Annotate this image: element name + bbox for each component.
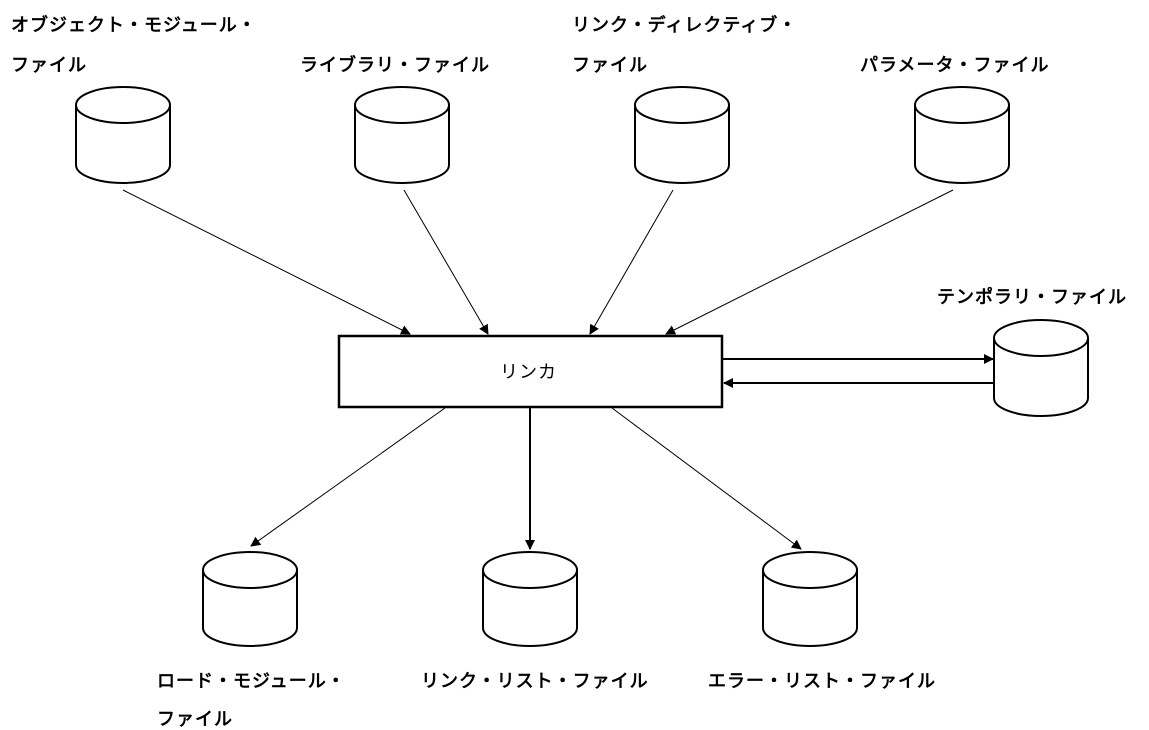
load-module-file-label-line1: ロード・モジュール・ xyxy=(157,671,346,692)
link-directive-file-cylinder xyxy=(634,86,730,184)
link-list-file-label: リンク・リスト・ファイル xyxy=(421,671,649,692)
temporary-file-label: テンポラリ・ファイル xyxy=(937,287,1127,308)
library-file-cylinder xyxy=(354,86,450,184)
error-list-file-label: エラー・リスト・ファイル xyxy=(708,671,936,692)
library-file-label: ライブラリ・ファイル xyxy=(300,55,490,76)
parameter-file-label: パラメータ・ファイル xyxy=(860,55,1050,76)
temporary-file-cylinder xyxy=(993,319,1089,417)
link-directive-file-label-line1: リンク・ディレクティブ・ xyxy=(572,15,798,36)
error-list-file-cylinder xyxy=(762,551,858,647)
object-module-file-label-line2: ファイル xyxy=(11,55,87,76)
object-module-file-cylinder xyxy=(75,86,171,184)
linker-label: リンカ xyxy=(500,362,557,383)
object-module-arrow xyxy=(122,189,411,335)
parameter-file-cylinder xyxy=(914,86,1010,184)
error-list-arrow xyxy=(611,407,802,550)
load-module-file-cylinder xyxy=(202,551,298,647)
parameter-arrow xyxy=(665,189,954,335)
library-arrow xyxy=(403,189,489,335)
load-module-file-label-line2: ファイル xyxy=(157,709,233,730)
object-module-file-label-line1: オブジェクト・モジュール・ xyxy=(11,15,257,36)
link-list-file-cylinder xyxy=(482,551,578,647)
linker-box xyxy=(337,334,724,409)
link-directive-arrow xyxy=(589,189,674,335)
load-module-arrow xyxy=(250,407,446,547)
link-directive-file-label-line2: ファイル xyxy=(572,55,648,76)
